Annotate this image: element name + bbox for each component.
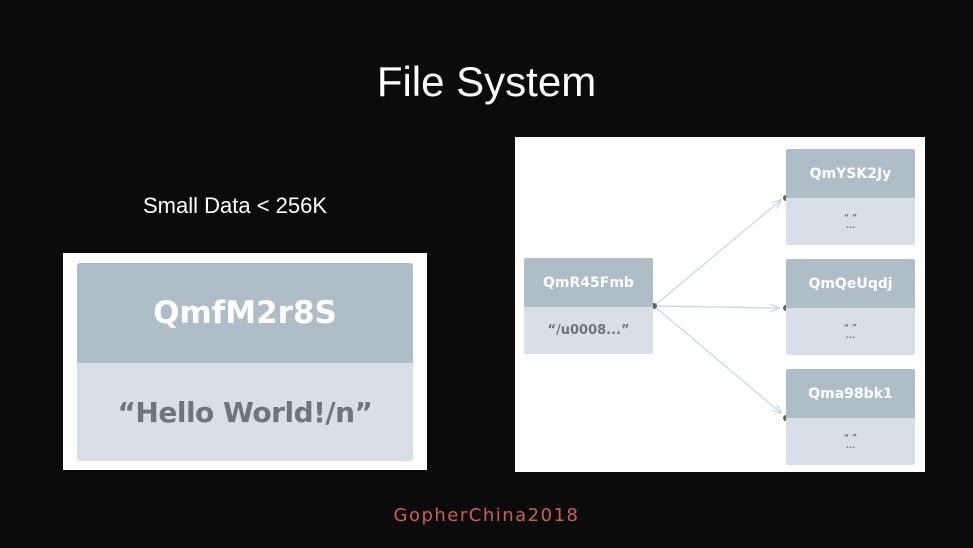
conference-footer: GopherChina2018 xyxy=(393,505,580,526)
slide-title: File System xyxy=(376,58,597,105)
node-hash: Qma98bk1 xyxy=(786,369,915,418)
node-content: “Hello World!/n” xyxy=(77,363,413,461)
node-content: “ ” ... xyxy=(786,308,915,355)
node-hash: QmQeUqdj xyxy=(786,259,915,308)
node-content: “/u0008...” xyxy=(524,307,653,354)
node-content: “ ” ... xyxy=(786,198,915,245)
small-data-diagram: QmfM2r8S “Hello World!/n” xyxy=(63,253,427,470)
merkle-dag-diagram: QmR45Fmb “/u0008...” QmYSK2Jy “ ” ... Qm… xyxy=(515,137,925,472)
child-node-3: Qma98bk1 “ ” ... xyxy=(786,369,915,465)
edge-root-to-child-2 xyxy=(653,306,779,308)
root-node: QmR45Fmb “/u0008...” xyxy=(524,258,653,354)
node-content: “ ” ... xyxy=(786,418,915,465)
child-node-2: QmQeUqdj “ ” ... xyxy=(786,259,915,355)
node-hash: QmfM2r8S xyxy=(77,263,413,363)
node-hash: QmR45Fmb xyxy=(524,258,653,307)
slide-subtitle: Small Data < 256K xyxy=(143,193,328,218)
file-node: QmfM2r8S “Hello World!/n” xyxy=(77,263,413,461)
edge-root-to-child-3 xyxy=(653,305,781,413)
child-node-1: QmYSK2Jy “ ” ... xyxy=(786,149,915,245)
edge-root-to-child-1 xyxy=(653,200,781,307)
node-hash: QmYSK2Jy xyxy=(786,149,915,198)
